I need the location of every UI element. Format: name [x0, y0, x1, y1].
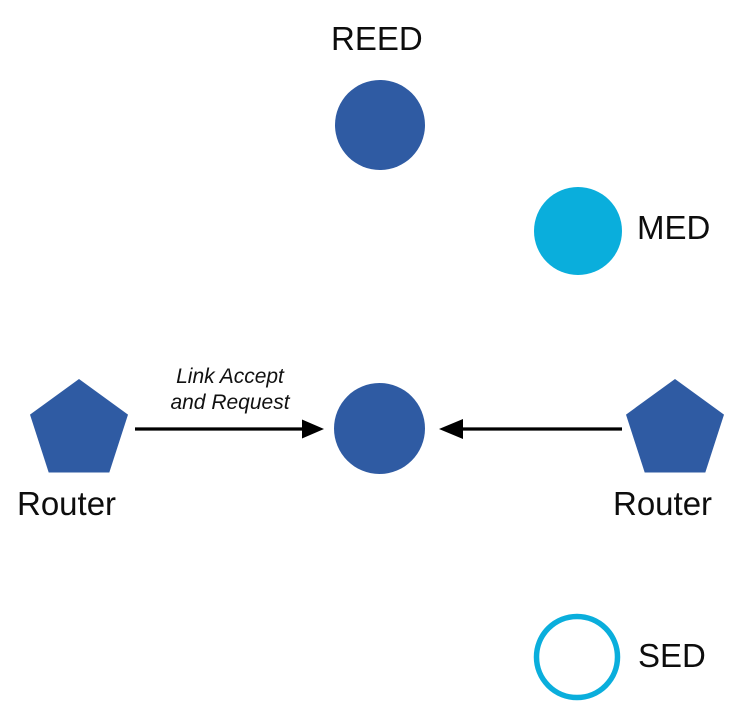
edge-label-line-2: and Request [170, 390, 290, 414]
router-right-label: Router [613, 485, 713, 522]
link-accept-request-edge-label: Link Accept and Request [155, 364, 305, 415]
router-left-label: Router [17, 485, 117, 522]
router-right-pentagon[interactable] [625, 378, 725, 474]
sed-node-circle[interactable] [533, 613, 621, 701]
sed-label: SED [638, 637, 706, 674]
reed-node-circle[interactable] [334, 79, 426, 171]
med-node-circle[interactable] [533, 186, 623, 276]
router-left-pentagon[interactable] [29, 378, 129, 474]
med-label: MED [637, 209, 711, 246]
edge-arrow-right-to-center[interactable] [437, 416, 623, 442]
edge-label-line-1: Link Accept [176, 365, 284, 388]
reed-label: REED [331, 20, 423, 57]
center-node-circle[interactable] [333, 382, 426, 475]
edge-arrow-left-to-center[interactable] [134, 416, 326, 442]
